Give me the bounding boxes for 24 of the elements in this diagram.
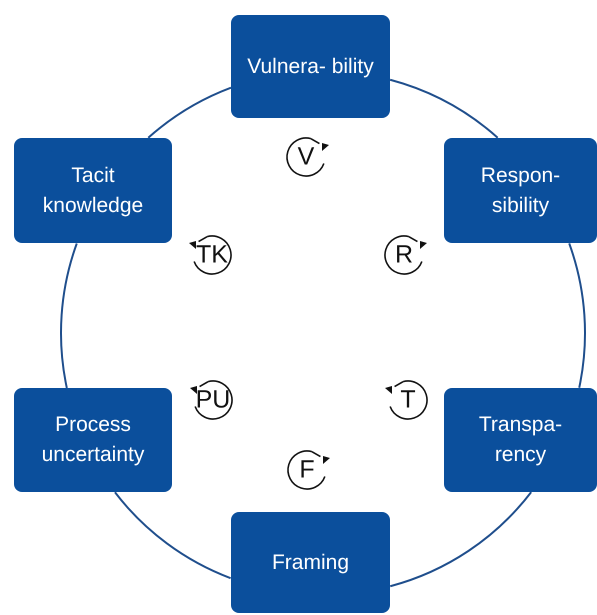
rounded-box	[14, 138, 172, 243]
rounded-box	[444, 388, 597, 492]
cycle-letter: T	[400, 388, 416, 412]
cycle-letter: PU	[196, 388, 230, 412]
box-label: Transpa- rency	[478, 412, 564, 468]
ring-arc	[568, 243, 586, 388]
rounded-box	[231, 512, 390, 613]
rounded-box	[444, 138, 597, 243]
box-label: Tacit knowledge	[42, 162, 144, 218]
box-label: Process uncertainty	[40, 412, 146, 468]
ring-arc	[114, 492, 231, 580]
rounded-box	[231, 15, 390, 118]
cycle-letter: V	[298, 144, 314, 170]
ring-arc	[390, 491, 532, 588]
rounded-box	[14, 388, 172, 492]
cycle-letter: TK	[196, 242, 228, 268]
cycle-letter: R	[394, 242, 414, 268]
ring-arc	[390, 78, 498, 138]
box-label: Vulnera- bility	[247, 54, 374, 80]
ring-arc	[148, 86, 232, 139]
cycle-letter: F	[299, 458, 315, 482]
box-label: Respon- sibility	[480, 162, 562, 218]
box-label: Framing	[272, 550, 350, 576]
ring-arc	[60, 243, 78, 388]
